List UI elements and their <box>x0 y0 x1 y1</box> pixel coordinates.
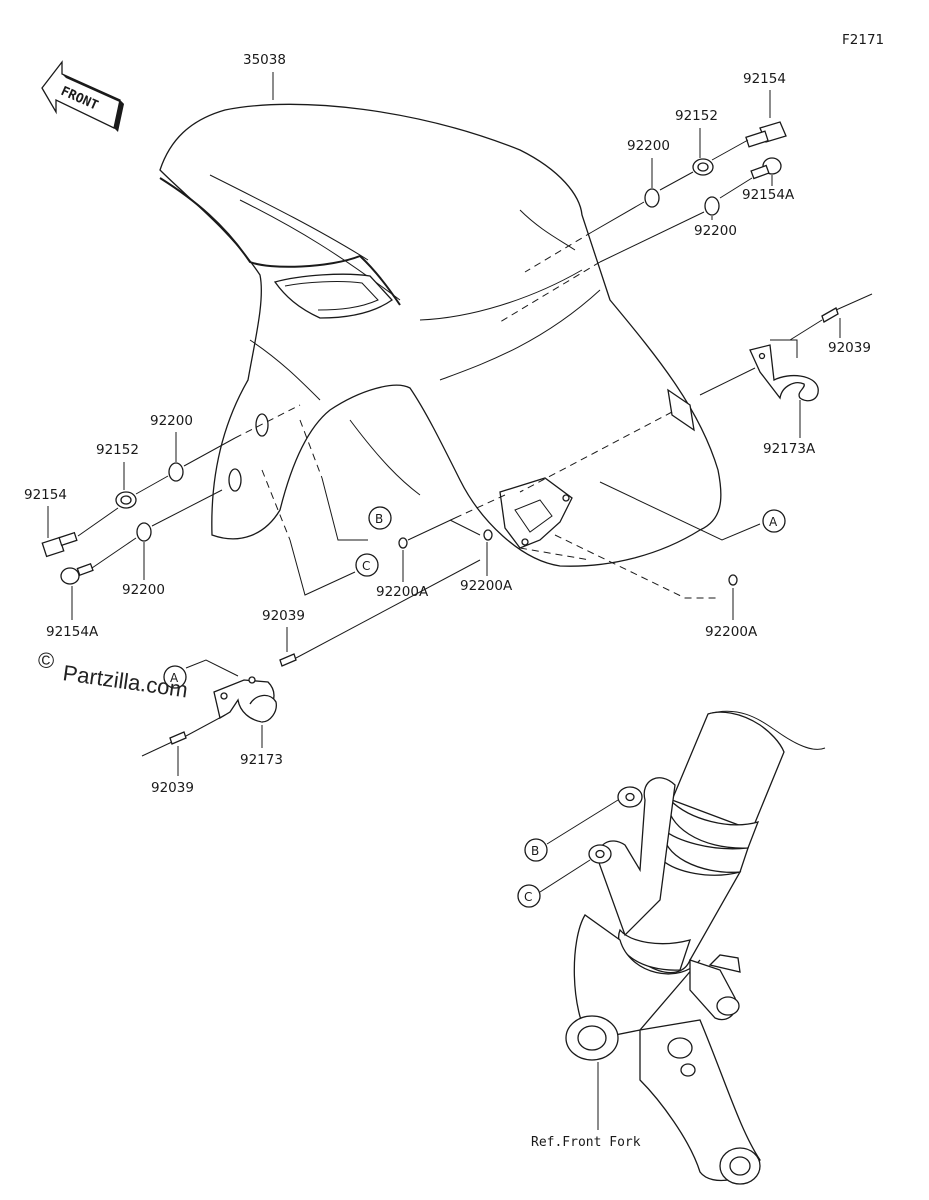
watermark: © Partzilla.com <box>38 648 189 702</box>
label-92039-mid: 92039 <box>262 608 305 624</box>
label-92152-left: 92152 <box>96 442 139 458</box>
label-92200a-2: 92200A <box>460 578 513 594</box>
pin-92039-mid <box>279 653 297 667</box>
label-92200-left-b: 92200 <box>122 582 165 598</box>
svg-text:©: © <box>38 648 54 673</box>
callout-c-fender: C <box>261 469 379 596</box>
label-92200-top-a: 92200 <box>627 138 670 154</box>
callout-a-left: A <box>163 665 187 689</box>
label-ref-front-fork: Ref.Front Fork <box>531 1135 641 1150</box>
callout-b-fork: B <box>524 799 619 862</box>
collar-92152-top <box>692 158 714 176</box>
label-92154a-left: 92154A <box>46 624 99 640</box>
svg-text:C: C <box>524 890 532 904</box>
hardware-left <box>41 404 301 585</box>
label-92173: 92173 <box>240 752 283 768</box>
washers-92200a <box>398 494 738 599</box>
svg-text:C: C <box>362 559 370 573</box>
front-fork-reference <box>565 710 826 1185</box>
clamp-92173 <box>213 676 277 723</box>
bolt-92154-top <box>745 121 787 148</box>
washer-92200-left-a <box>168 462 184 482</box>
label-92173a: 92173A <box>763 441 816 457</box>
label-92200a-3: 92200A <box>705 624 758 640</box>
clamp-92173a <box>749 344 819 402</box>
svg-text:A: A <box>170 671 179 685</box>
label-92200-top-b: 92200 <box>694 223 737 239</box>
label-92154a-top: 92154A <box>742 187 795 203</box>
label-92039-bottom: 92039 <box>151 780 194 796</box>
svg-text:B: B <box>531 844 539 858</box>
label-35038: 35038 <box>243 52 286 68</box>
washer-92200-left-b <box>136 522 152 542</box>
label-92152-top: 92152 <box>675 108 718 124</box>
label-92154-left: 92154 <box>24 487 67 503</box>
label-92154-top: 92154 <box>743 71 786 87</box>
pin-92039-right <box>821 293 873 323</box>
pin-92039-bottom <box>141 731 187 757</box>
diagram-code: F2171 <box>842 32 884 48</box>
hardware-top-right <box>499 121 787 323</box>
callout-b-fender: B <box>299 419 392 541</box>
label-92200-left-a: 92200 <box>150 413 193 429</box>
svg-text:B: B <box>375 512 383 526</box>
svg-text:A: A <box>769 515 778 529</box>
callout-c-fork: C <box>517 859 591 908</box>
label-92039-right: 92039 <box>828 340 871 356</box>
callout-a-right: A <box>599 481 786 541</box>
washer-92200-top-a <box>644 188 660 208</box>
front-fender <box>159 103 722 567</box>
bolt-92154a-left <box>60 562 94 585</box>
bolt-92154a-top <box>750 157 782 180</box>
front-arrow-icon: FRONT <box>41 60 124 132</box>
label-92200a-1: 92200A <box>376 584 429 600</box>
collar-92152-left <box>115 491 137 509</box>
washer-92200-top-b <box>704 196 720 216</box>
bolt-92154-left <box>41 531 78 558</box>
